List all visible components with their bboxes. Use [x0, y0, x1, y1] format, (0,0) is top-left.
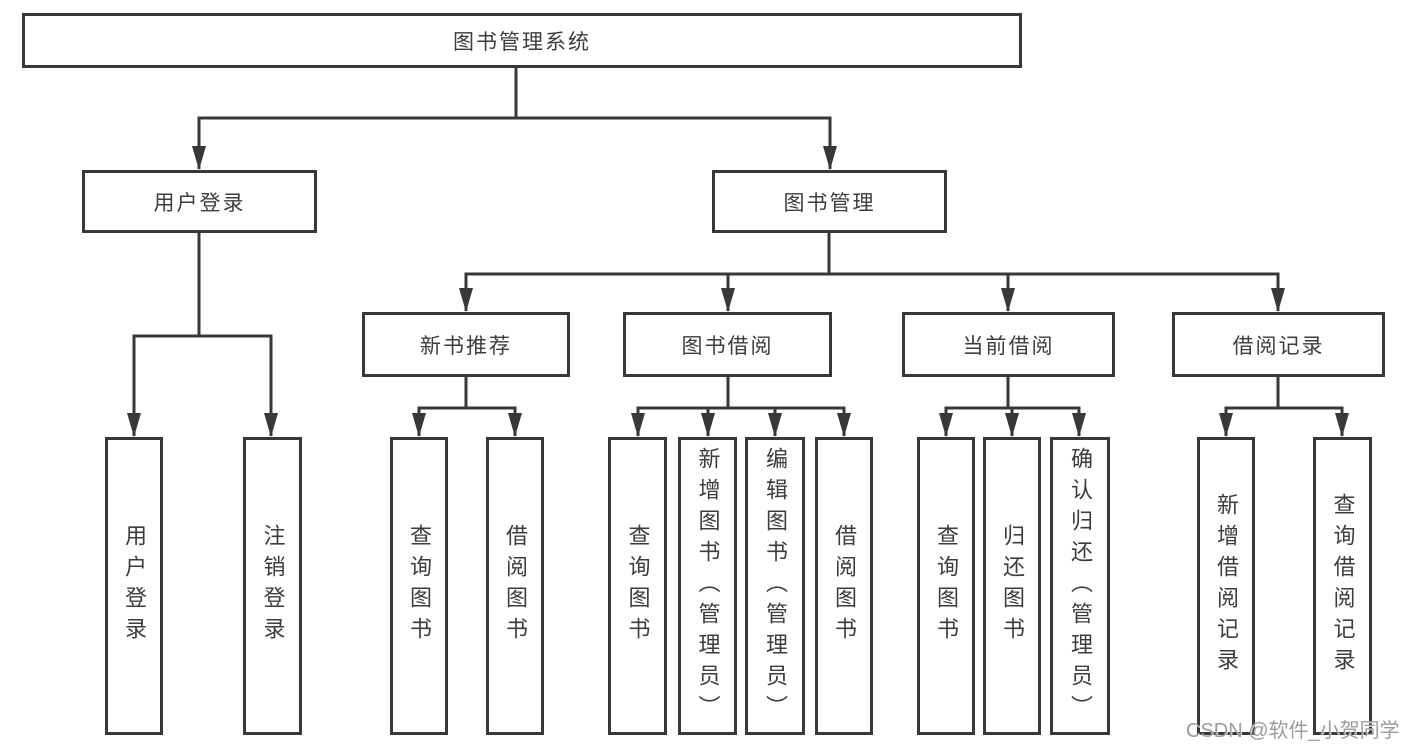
- node-label: 用户登录: [153, 191, 246, 215]
- leaf-label: 编辑图书（管理员）: [763, 446, 788, 726]
- leaf-label: 借阅图书: [503, 524, 528, 648]
- leaf-query-books-current: 查询图书: [917, 437, 975, 735]
- leaf-add-books-admin: 新增图书（管理员）: [678, 437, 737, 735]
- leaf-return-books: 归还图书: [983, 437, 1041, 735]
- leaf-confirm-return-admin: 确认归还（管理员）: [1050, 437, 1110, 735]
- leaf-label: 归还图书: [1000, 524, 1025, 648]
- leaf-label: 确认归还（管理员）: [1068, 446, 1093, 726]
- leaf-edit-books-admin: 编辑图书（管理员）: [745, 437, 805, 735]
- node-label: 借阅记录: [1232, 334, 1325, 358]
- leaf-label: 用户登录: [122, 524, 147, 648]
- node-label: 图书管理: [783, 191, 876, 215]
- node-root-library-system: 图书管理系统: [22, 13, 1022, 68]
- leaf-label: 借阅图书: [832, 524, 857, 648]
- leaf-query-books-recommend: 查询图书: [390, 437, 448, 735]
- node-label: 图书借阅: [681, 334, 774, 358]
- node-new-book-recommend: 新书推荐: [362, 312, 570, 377]
- leaf-label: 注销登录: [260, 524, 286, 648]
- node-label: 新书推荐: [420, 334, 512, 358]
- node-borrow-records: 借阅记录: [1172, 312, 1385, 377]
- leaf-label: 查询图书: [934, 524, 959, 648]
- node-label: 当前借阅: [962, 334, 1055, 358]
- node-book-management: 图书管理: [712, 170, 947, 233]
- node-current-borrow: 当前借阅: [902, 312, 1115, 377]
- node-label: 图书管理系统: [453, 30, 591, 54]
- leaf-borrow-books: 借阅图书: [815, 437, 873, 735]
- leaf-label: 新增图书（管理员）: [695, 446, 721, 726]
- leaf-query-borrow-record: 查询借阅记录: [1313, 437, 1372, 735]
- leaf-borrow-books-recommend: 借阅图书: [486, 437, 544, 735]
- leaf-user-login: 用户登录: [105, 437, 163, 735]
- leaf-label: 查询图书: [625, 524, 651, 648]
- leaf-label: 查询图书: [407, 524, 432, 648]
- leaf-label: 新增借阅记录: [1214, 493, 1239, 679]
- leaf-query-books-borrow: 查询图书: [608, 437, 667, 735]
- leaf-logout: 注销登录: [243, 437, 302, 735]
- csdn-watermark: CSDN @软件_小贺同学: [1186, 720, 1400, 742]
- node-user-login: 用户登录: [82, 170, 317, 233]
- node-book-borrow: 图书借阅: [623, 312, 832, 377]
- leaf-label: 查询借阅记录: [1330, 493, 1356, 679]
- leaf-add-borrow-record: 新增借阅记录: [1197, 437, 1255, 735]
